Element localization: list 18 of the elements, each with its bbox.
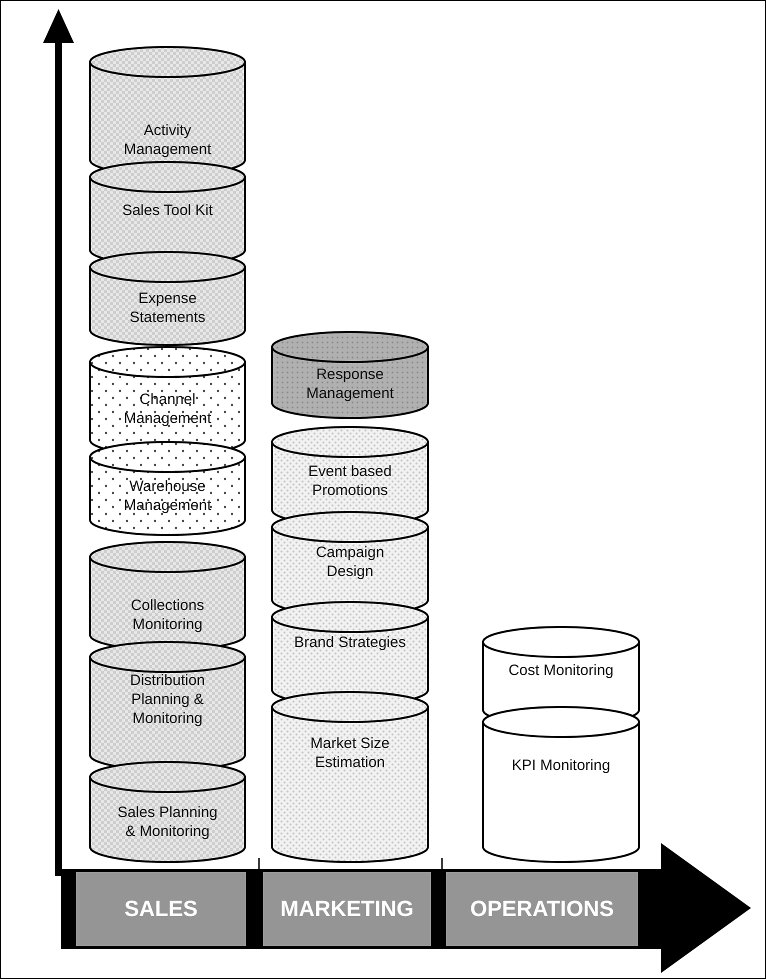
- category-band: MARKETING: [263, 872, 431, 946]
- category-band: SALES: [76, 872, 246, 946]
- cylinder-label: Distribution Planning & Monitoring: [128, 671, 206, 728]
- cylinder-label: Brand Strategies: [293, 633, 407, 652]
- cylinder-label: Response Management: [305, 365, 395, 403]
- cylinder-label: Channel Management: [122, 390, 212, 428]
- cylinder-label: Expense Statements: [128, 289, 206, 327]
- cylinder-label: Market Size Estimation: [309, 734, 391, 772]
- cylinder-label: Cost Monitoring: [507, 661, 615, 680]
- cylinder-label: Campaign Design: [314, 543, 386, 581]
- category-band: OPERATIONS: [446, 872, 638, 946]
- cylinder-label: Warehouse Management: [122, 477, 212, 515]
- cylinder-label: Activity Management: [122, 121, 212, 159]
- cylinder-label: Event based Promotions: [307, 462, 393, 500]
- cylinder-label: Sales Planning & Monitoring: [116, 803, 219, 841]
- cylinder-label: KPI Monitoring: [510, 756, 612, 775]
- cylinder-label: Collections Monitoring: [130, 596, 206, 634]
- cylinder-label: Sales Tool Kit: [121, 201, 214, 220]
